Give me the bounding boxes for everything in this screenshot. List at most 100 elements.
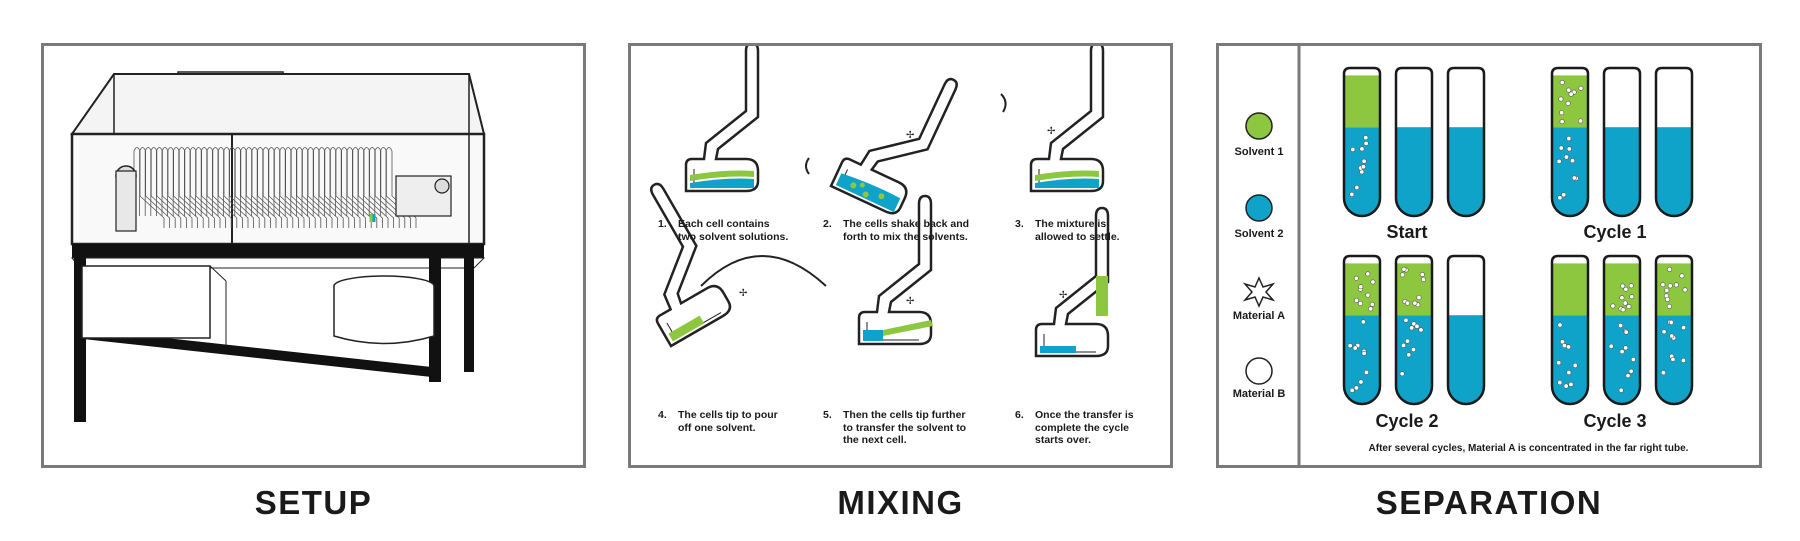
material-particle xyxy=(1349,191,1355,197)
material-particle xyxy=(1559,110,1565,116)
material-particle xyxy=(1661,329,1667,335)
reactor-cell xyxy=(251,147,282,228)
material-particle xyxy=(1565,100,1571,106)
reactor-cell xyxy=(178,147,210,228)
legend-solvent-1: Solvent 1 xyxy=(1234,146,1284,158)
reactor-cell xyxy=(262,147,294,228)
solvent-2-layer xyxy=(1552,127,1588,216)
material-particle xyxy=(1416,295,1422,301)
material-particle xyxy=(1558,96,1564,102)
material-particle xyxy=(1363,135,1369,141)
svg-text:✢: ✢ xyxy=(906,296,914,307)
material-particle xyxy=(1410,347,1416,353)
material-particle xyxy=(1572,362,1578,368)
material-particle xyxy=(1666,303,1672,309)
material-particle xyxy=(1561,192,1567,198)
material-particle xyxy=(1358,284,1364,290)
svg-text:✢: ✢ xyxy=(906,130,914,141)
material-particle xyxy=(1578,118,1584,124)
material-particle xyxy=(1399,371,1405,377)
material-particle xyxy=(1350,146,1356,152)
separation-panel: Solvent 1 Solvent 2 Material A Material … xyxy=(1216,43,1762,468)
test-tube xyxy=(1394,66,1434,218)
material-particle xyxy=(1660,370,1666,376)
material-particle xyxy=(1361,350,1367,356)
material-particle xyxy=(1360,319,1366,325)
test-tube xyxy=(1602,254,1642,406)
material-particle xyxy=(1568,91,1574,97)
material-particle xyxy=(1623,345,1629,351)
material-particle xyxy=(1620,283,1626,289)
material-particle xyxy=(1418,327,1424,333)
cycle-label-start: Start xyxy=(1386,222,1428,242)
reactor-cell xyxy=(167,147,198,228)
mixing-steps-illustration: ✢ ✢ ✢ ✢ ✢ xyxy=(631,46,1110,358)
material-particle xyxy=(1618,323,1624,329)
test-tube xyxy=(1654,254,1694,406)
material-particle xyxy=(1401,342,1407,348)
green-circle-icon xyxy=(1245,112,1273,140)
material-particle xyxy=(1665,296,1671,302)
material-particle xyxy=(1400,272,1406,278)
test-tube xyxy=(1394,254,1434,406)
material-particle xyxy=(1365,292,1371,298)
material-particle xyxy=(1563,154,1569,160)
material-particle xyxy=(1669,333,1675,339)
material-particle xyxy=(1559,79,1565,85)
material-particle xyxy=(1558,145,1564,151)
material-particle xyxy=(1360,164,1366,170)
material-particle xyxy=(1619,295,1625,301)
solvent-2-layer xyxy=(1396,315,1432,404)
solvent-2-layer xyxy=(1448,315,1484,404)
svg-text:✢: ✢ xyxy=(739,288,747,299)
material-particle xyxy=(1419,271,1425,277)
reactor-cell xyxy=(284,147,316,228)
material-particle xyxy=(1566,136,1572,142)
material-particle xyxy=(1359,146,1365,152)
material-particle xyxy=(1569,158,1575,164)
material-particle xyxy=(1370,279,1376,285)
test-tube xyxy=(1342,66,1382,218)
setup-panel xyxy=(41,43,586,468)
solvent-2-layer xyxy=(1604,127,1640,216)
material-particle xyxy=(1409,325,1415,331)
material-particle xyxy=(1403,317,1409,323)
reactor-cell xyxy=(279,147,310,228)
test-tube xyxy=(1602,66,1642,218)
reactor-cell xyxy=(385,147,417,228)
material-particle xyxy=(1578,85,1584,91)
material-particle xyxy=(1667,266,1673,272)
reactor-cell xyxy=(206,147,238,228)
material-particle xyxy=(1625,373,1631,379)
material-particle xyxy=(1559,119,1565,125)
cycle-label-1: Cycle 1 xyxy=(1583,222,1647,242)
solvent-2-layer xyxy=(1656,127,1692,216)
material-particle xyxy=(1414,323,1420,329)
material-particle xyxy=(1619,349,1625,355)
legend-material-b: Material B xyxy=(1232,388,1286,400)
material-particle xyxy=(1353,385,1359,391)
mixing-panel: ✢ ✢ ✢ ✢ ✢ 1.Each cell contains two so xyxy=(628,43,1173,468)
material-particle xyxy=(1406,352,1412,358)
material-particle xyxy=(1618,387,1624,393)
material-particle xyxy=(1557,380,1563,386)
material-particle xyxy=(1557,322,1563,328)
material-particle xyxy=(1566,87,1572,93)
solvent-2-layer xyxy=(1396,127,1432,216)
material-particle xyxy=(1358,300,1364,306)
cycle-label-3: Cycle 3 xyxy=(1583,411,1647,431)
material-particle xyxy=(1626,304,1632,310)
material-particle xyxy=(1622,300,1628,306)
solvent-1-layer xyxy=(1396,263,1432,316)
legend-material-a: Material A xyxy=(1232,310,1286,322)
material-particle xyxy=(1610,303,1616,309)
material-particle xyxy=(1347,343,1353,349)
test-tube xyxy=(1446,66,1486,218)
separation-tubes-illustration xyxy=(1242,46,1694,465)
test-tube xyxy=(1550,66,1590,218)
svg-text:✢: ✢ xyxy=(1047,126,1055,137)
material-particle xyxy=(1681,325,1687,331)
material-particle xyxy=(1358,379,1364,385)
reactor-cell xyxy=(234,147,266,228)
setup-title: SETUP xyxy=(254,484,373,521)
